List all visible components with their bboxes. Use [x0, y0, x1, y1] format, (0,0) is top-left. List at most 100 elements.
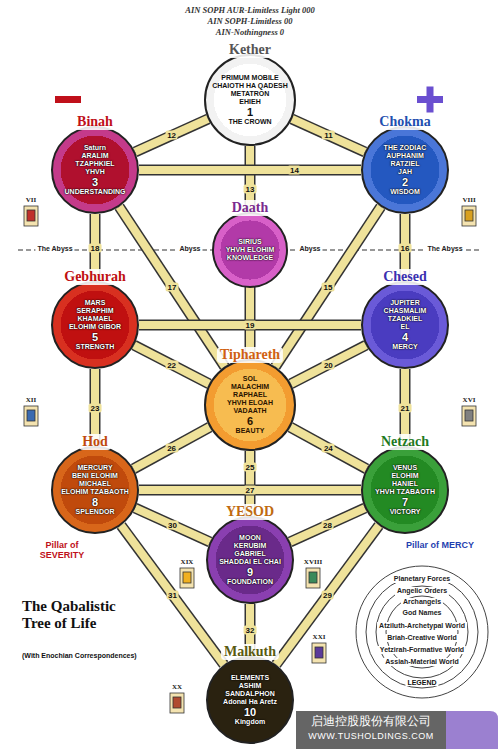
- sephirah-text: JAH: [398, 168, 412, 176]
- sephirah-circle: NetzachVENUSELOHIMHANIELYHVH TZABAOTH7VI…: [361, 446, 449, 534]
- legend-entry: Atziluth-Archetypal World: [377, 622, 467, 630]
- sephirah-circle: HodMERCURYBENI ELOHIMMICHAELELOHIM TZABA…: [51, 446, 139, 534]
- sephirah-circle: BinahSaturnARALIMTZAPHKIELYHVH3UNDERSTAN…: [51, 126, 139, 214]
- sephirah-text: VICTORY: [390, 508, 421, 516]
- sephirah-text: 1: [247, 106, 253, 118]
- sephirah-text: YHVH ELOHIM: [226, 246, 275, 254]
- decor-shape: [24, 206, 38, 226]
- sephirah-text: 2: [402, 176, 408, 188]
- minus-symbol: [55, 96, 81, 103]
- path-number: 11: [322, 131, 334, 140]
- sephirah-name: Gebhurah: [61, 269, 128, 285]
- path-stroke: [139, 166, 361, 174]
- path-number: 27: [244, 486, 257, 495]
- sephirah-text: SOL: [243, 375, 257, 383]
- tarot-number: VII: [25, 196, 38, 204]
- path-number: 32: [244, 626, 257, 635]
- sephirah-text: MICHAEL: [79, 480, 111, 488]
- legend-entry: Archangels: [401, 598, 443, 606]
- sephirah-texts: MARSSERAPHIMKHAMAELELOHIM GIBOR5STRENGTH: [58, 299, 132, 351]
- sephirah-name: Hod: [79, 434, 111, 450]
- path-band: [134, 345, 209, 384]
- sephirah-text: 6: [247, 415, 253, 427]
- sephirah-texts: SaturnARALIMTZAPHKIELYHVH3UNDERSTANDING: [58, 144, 132, 196]
- abyss-label: The Abyss: [35, 245, 74, 252]
- sephirah-name: Binah: [74, 114, 116, 130]
- sephirah-text: SIRIUS: [238, 238, 261, 246]
- diagram-caption: (With Enochian Correspondences): [22, 652, 152, 660]
- sephirah-text: KERUBIM: [234, 542, 267, 550]
- sephirah-text: CHASMALIM: [384, 307, 427, 315]
- sephirah-name: YESOD: [223, 504, 277, 520]
- tarot-number: XII: [25, 396, 38, 404]
- path-number: 28: [321, 521, 334, 530]
- sephirah-text: RATZIEL: [390, 160, 419, 168]
- tarot-number: XX: [171, 683, 183, 691]
- plus-symbol: [427, 87, 434, 113]
- sephirah-text: RAPHAEL: [233, 391, 267, 399]
- path-number: 30: [166, 521, 179, 530]
- path-band: [135, 119, 208, 152]
- sephirah-name: Kether: [226, 42, 274, 58]
- decor-shape: [376, 586, 468, 678]
- path-stroke: [139, 165, 361, 176]
- sephirah-text: YHVH: [85, 168, 104, 176]
- path-stroke: [139, 321, 361, 329]
- tarot-number: XXI: [312, 633, 327, 641]
- limitless-veil: AIN-Nothingness 0: [216, 27, 284, 37]
- sephirah-texts: THE ZODIACAUPHANIMRATZIELJAH2WISDOM: [368, 144, 442, 196]
- sephirah-text: YHVH TZABAOTH: [375, 488, 435, 496]
- sephirah-circle: YESODMOONKERUBIMGABRIELSHADDAI EL CHAI9F…: [206, 516, 294, 604]
- path-stroke: [134, 345, 209, 384]
- sephirah-text: MERCURY: [77, 464, 112, 472]
- path-number: 21: [399, 403, 412, 412]
- abyss-label: The Abyss: [425, 245, 464, 252]
- sephirah-text: KHAMAEL: [78, 315, 113, 323]
- tarot-number: XIX: [180, 558, 195, 566]
- sephirah-texts: MERCURYBENI ELOHIMMICHAELELOHIM TZABAOTH…: [58, 464, 132, 516]
- path-number: 23: [89, 403, 102, 412]
- path-stroke: [139, 485, 361, 496]
- sephirah-circle: TipharethSOLMALACHIMRAPHAELYHVH ELOAH VA…: [204, 359, 296, 451]
- path-stroke: [134, 427, 210, 469]
- sephirah-text: TZADKIEL: [388, 315, 423, 323]
- abyss-label: Abyss: [177, 245, 202, 252]
- path-stroke: [290, 427, 366, 469]
- decor-shape: [183, 572, 191, 583]
- legend-entry: Planetary Forces: [392, 575, 452, 583]
- sephirah-text: TZAPHKIEL: [75, 160, 114, 168]
- sephirah-text: 7: [402, 496, 408, 508]
- path-number: 31: [166, 591, 179, 600]
- sephirah-text: 8: [92, 496, 98, 508]
- sephirah-text: EL: [401, 323, 410, 331]
- path-number: 19: [244, 321, 257, 330]
- limitless-veil: AIN SOPH-Limitless 00: [207, 16, 292, 26]
- decor-shape: [309, 572, 317, 583]
- decor-shape: [170, 693, 184, 713]
- path-number: 26: [165, 443, 178, 452]
- sephirah-text: Adonai Ha Aretz: [223, 698, 277, 706]
- path-stroke: [134, 427, 210, 469]
- path-number: 14: [288, 166, 301, 175]
- path-number: 12: [165, 131, 178, 140]
- sephirah-text: SHADDAI EL CHAI: [219, 558, 281, 566]
- sephirah-text: HANIEL: [392, 480, 418, 488]
- pillar-label: Pillar of SEVERITY: [27, 540, 97, 560]
- sephirah-text: EHIEH: [239, 98, 260, 106]
- sephirah-text: GABRIEL: [234, 550, 266, 558]
- sephirah-text: ELOHIM GIBOR: [69, 323, 121, 331]
- path-number: 20: [322, 360, 335, 369]
- path-stroke: [292, 119, 365, 152]
- sephirah-text: Saturn: [84, 144, 106, 152]
- sephirah-text: PRIMUM MOBILE: [221, 74, 279, 82]
- abyss-label: Abyss: [297, 245, 322, 252]
- diagram-title: The Qabalistic Tree of Life: [22, 598, 118, 632]
- sephirah-text: SPLENDOR: [76, 508, 115, 516]
- sephirah-text: SANDALPHON: [225, 690, 274, 698]
- decor-shape: [306, 568, 320, 588]
- decor-shape: [312, 643, 326, 663]
- legend-entry: Briah-Creative World: [385, 634, 459, 642]
- sephirah-text: SERAPHIM: [77, 307, 114, 315]
- sephirah-name: Malkuth: [221, 644, 279, 660]
- sephirah-name: Chesed: [380, 269, 430, 285]
